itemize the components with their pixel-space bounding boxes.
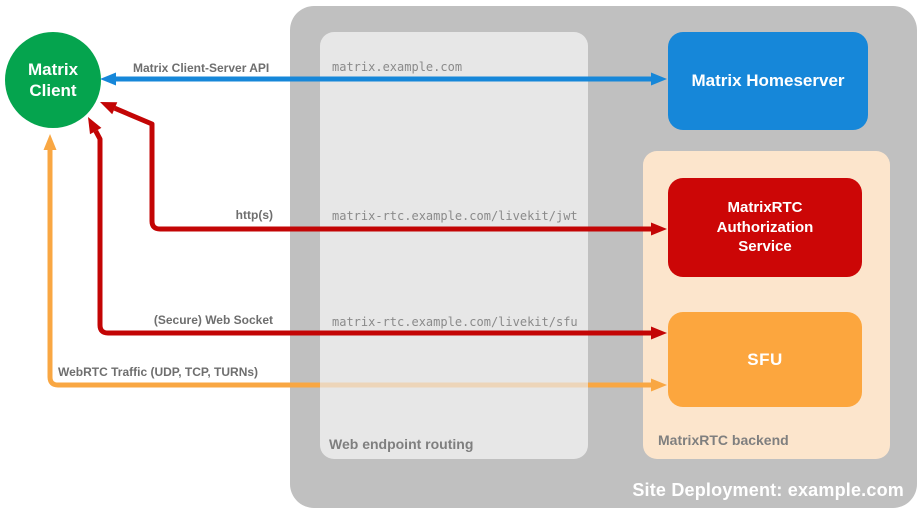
https-arrowhead-client [100, 102, 118, 115]
web-endpoint-routing-label: Web endpoint routing [329, 436, 474, 452]
endpoint-livekit-jwt: matrix-rtc.example.com/livekit/jwt [332, 209, 578, 223]
matrix-homeserver-label: Matrix Homeserver [691, 71, 845, 90]
endpoint-livekit-sfu: matrix-rtc.example.com/livekit/sfu [332, 315, 578, 329]
webrtc-arrowhead-client [43, 134, 57, 150]
api-arrowhead-client [100, 72, 116, 86]
matrixrtc-authorization-service-node: MatrixRTC Authorization Service [668, 178, 862, 277]
matrix-homeserver-node: Matrix Homeserver [668, 32, 868, 130]
matrix-client-node: Matrix Client [5, 32, 101, 128]
matrix-client-label: Matrix Client [27, 59, 79, 100]
endpoint-matrix-example-com: matrix.example.com [332, 60, 463, 74]
web-endpoint-routing-container: Web endpoint routing [320, 32, 588, 459]
site-deployment-label: Site Deployment: example.com [632, 480, 904, 500]
sfu-label: SFU [747, 349, 783, 369]
websocket-arrow-label: (Secure) Web Socket [153, 313, 273, 327]
sfu-node: SFU [668, 312, 862, 407]
webrtc-traffic-arrow-label: WebRTC Traffic (UDP, TCP, TURNs) [58, 365, 259, 379]
websocket-arrowhead-client [88, 117, 102, 135]
client-server-api-arrow-label: Matrix Client-Server API [133, 61, 270, 75]
matrixrtc-backend-label: MatrixRTC backend [658, 432, 789, 448]
https-arrow-label: http(s) [235, 208, 273, 222]
matrixrtc-authorization-service-label: MatrixRTC Authorization Service [716, 199, 814, 256]
